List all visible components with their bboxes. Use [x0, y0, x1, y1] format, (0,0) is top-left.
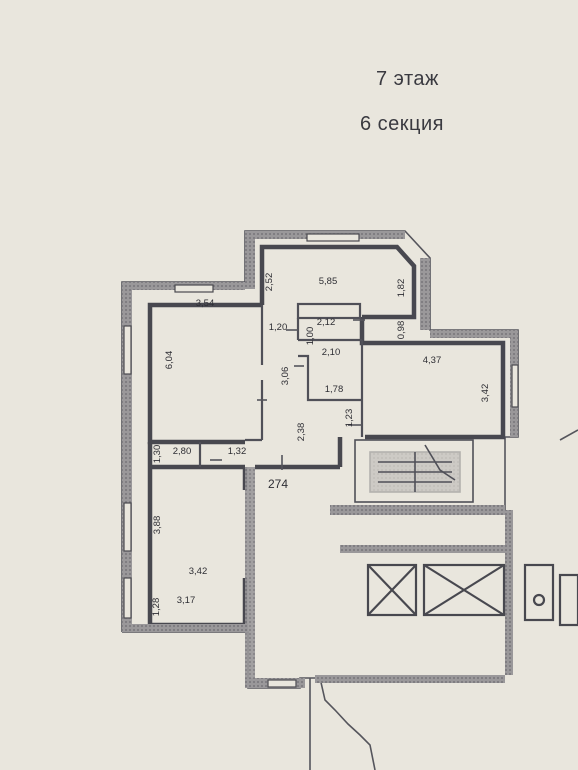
dim-bath-width: 2,12	[317, 317, 336, 328]
dim-wc-height-inner: 1,78	[325, 384, 344, 395]
apartment-number: 274	[268, 477, 288, 491]
dim-strip-width-right: 1,32	[228, 446, 247, 457]
dim-strip-height: 1,30	[152, 445, 163, 464]
dim-room-bottom-width: 3,42	[189, 566, 208, 577]
dim-strip-width-left: 2,80	[173, 446, 192, 457]
dim-loggia-height: 1,28	[151, 598, 162, 617]
dim-closet-height: 0,98	[396, 321, 407, 340]
dim-bath-height: 1,00	[305, 327, 316, 346]
dim-room-top-left-height: 2,52	[264, 273, 275, 292]
windows	[123, 233, 519, 688]
door-marks	[210, 319, 365, 470]
dim-hall-small-width: 1,20	[269, 322, 288, 333]
elevator-shafts	[366, 563, 578, 627]
building-outline	[121, 230, 578, 770]
partitions	[198, 302, 364, 467]
stairwell	[354, 439, 474, 503]
dim-room-top-width: 5,85	[319, 276, 338, 287]
dim-room-bottom-height: 3,88	[152, 516, 163, 535]
dim-loggia-width: 3,17	[177, 595, 196, 606]
dim-corridor-height: 2,38	[296, 423, 307, 442]
dim-room-right-width: 4,37	[423, 355, 442, 366]
dim-room-left-height: 6,04	[164, 351, 175, 370]
dim-corridor-small-height: 1,23	[344, 409, 355, 428]
section-label: 6 секция	[360, 113, 445, 135]
dimension-labels: 5,85 2,52 1,82 3,54 6,04 1,20 2,12 1,00 …	[151, 273, 491, 617]
dim-room-left-width: 3,54	[196, 298, 215, 309]
floor-label: 7 этаж	[376, 68, 439, 90]
dim-wc-width: 2,10	[322, 347, 341, 358]
dim-wc-side-height: 3,06	[280, 367, 291, 386]
dim-room-top-right-height: 1,82	[396, 279, 407, 298]
dim-room-right-height: 3,42	[480, 384, 491, 403]
